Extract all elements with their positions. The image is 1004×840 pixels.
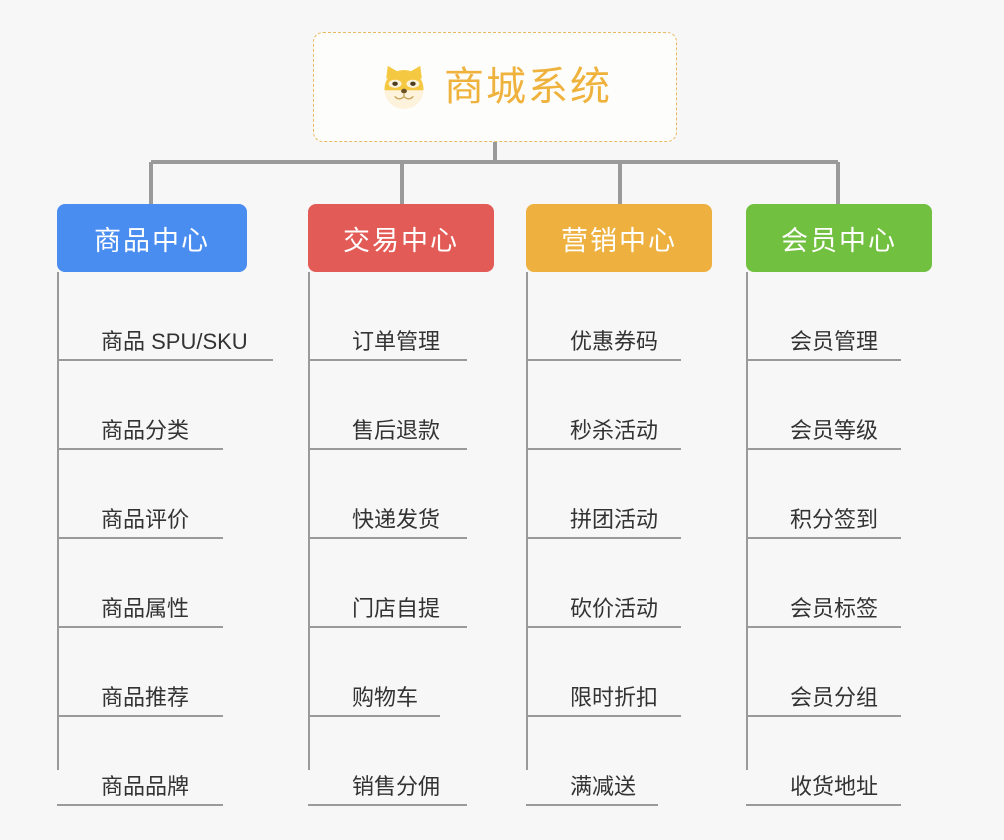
category-box-trade-center[interactable]: 交易中心: [308, 204, 494, 272]
leaf-label: 满减送: [570, 773, 637, 799]
category-box-marketing-center[interactable]: 营销中心: [526, 204, 712, 272]
leaf-item[interactable]: 会员标签: [746, 539, 932, 628]
leaf-label: 门店自提: [352, 595, 441, 621]
leaf-list-2: 优惠券码 秒杀活动 拼团活动 砍价活动 限时折扣 满减送: [526, 272, 712, 806]
leaf-label: 商品分类: [101, 417, 190, 443]
category-label: 商品中心: [94, 225, 210, 256]
leaf-label: 商品品牌: [101, 773, 190, 799]
leaf-label: 销售分佣: [352, 773, 441, 799]
category-label: 交易中心: [343, 225, 459, 256]
leaf-label: 快递发货: [352, 506, 441, 532]
leaf-label: 优惠券码: [570, 328, 659, 354]
leaf-label: 售后退款: [352, 417, 441, 443]
leaf-label: 商品评价: [101, 506, 190, 532]
leaf-item[interactable]: 拼团活动: [526, 450, 712, 539]
leaf-item[interactable]: 商品分类: [57, 361, 247, 450]
leaf-label: 拼团活动: [570, 506, 659, 532]
leaf-item[interactable]: 门店自提: [308, 539, 494, 628]
leaf-item[interactable]: 订单管理: [308, 272, 494, 361]
leaf-item[interactable]: 商品评价: [57, 450, 247, 539]
leaf-item[interactable]: 商品品牌: [57, 717, 247, 806]
branch-column-0: 商品中心 商品 SPU/SKU 商品分类 商品评价 商品属性 商品推荐: [57, 204, 273, 806]
leaf-list-3: 会员管理 会员等级 积分签到 会员标签 会员分组 收货地址: [746, 272, 932, 806]
leaf-label: 商品推荐: [101, 684, 190, 710]
leaf-item[interactable]: 会员分组: [746, 628, 932, 717]
leaf-item[interactable]: 秒杀活动: [526, 361, 712, 450]
root-node[interactable]: 商城系统: [313, 32, 677, 142]
leaf-label: 会员管理: [790, 328, 879, 354]
leaf-list-1: 订单管理 售后退款 快递发货 门店自提 购物车 销售分佣: [308, 272, 494, 806]
leaf-label: 秒杀活动: [570, 417, 659, 443]
leaf-label: 会员等级: [790, 417, 879, 443]
category-box-member-center[interactable]: 会员中心: [746, 204, 932, 272]
leaf-item[interactable]: 购物车: [308, 628, 494, 717]
branch-column-1: 交易中心 订单管理 售后退款 快递发货 门店自提 购物车: [308, 204, 494, 806]
leaf-item[interactable]: 积分签到: [746, 450, 932, 539]
shiba-dog-emoji-icon: [384, 65, 424, 109]
branch-column-2: 营销中心 优惠券码 秒杀活动 拼团活动 砍价活动 限时折扣: [526, 204, 712, 806]
leaf-item[interactable]: 优惠券码: [526, 272, 712, 361]
leaf-item[interactable]: 售后退款: [308, 361, 494, 450]
category-label: 会员中心: [781, 225, 897, 256]
leaf-item[interactable]: 会员等级: [746, 361, 932, 450]
leaf-label: 积分签到: [790, 506, 879, 532]
leaf-label: 商品属性: [101, 595, 190, 621]
leaf-label: 限时折扣: [570, 684, 659, 710]
leaf-label: 会员分组: [790, 684, 879, 710]
leaf-label: 商品 SPU/SKU: [101, 328, 248, 354]
category-box-product-center[interactable]: 商品中心: [57, 204, 247, 272]
leaf-item[interactable]: 满减送: [526, 717, 712, 806]
leaf-label: 收货地址: [790, 773, 879, 799]
leaf-item[interactable]: 销售分佣: [308, 717, 494, 806]
leaf-item[interactable]: 商品推荐: [57, 628, 247, 717]
leaf-label: 订单管理: [352, 328, 441, 354]
leaf-label: 购物车: [352, 684, 419, 710]
leaf-label: 砍价活动: [570, 595, 659, 621]
category-label: 营销中心: [561, 225, 677, 256]
leaf-item[interactable]: 限时折扣: [526, 628, 712, 717]
leaf-item[interactable]: 会员管理: [746, 272, 932, 361]
branch-column-3: 会员中心 会员管理 会员等级 积分签到 会员标签 会员分组: [746, 204, 932, 806]
leaf-item[interactable]: 商品属性: [57, 539, 247, 628]
leaf-item[interactable]: 商品 SPU/SKU: [57, 272, 273, 361]
leaf-item[interactable]: 收货地址: [746, 717, 932, 806]
leaf-item[interactable]: 砍价活动: [526, 539, 712, 628]
leaf-label: 会员标签: [790, 595, 879, 621]
leaf-list-0: 商品 SPU/SKU 商品分类 商品评价 商品属性 商品推荐 商品品牌: [57, 272, 273, 806]
leaf-item[interactable]: 快递发货: [308, 450, 494, 539]
root-title: 商城系统: [444, 65, 612, 109]
